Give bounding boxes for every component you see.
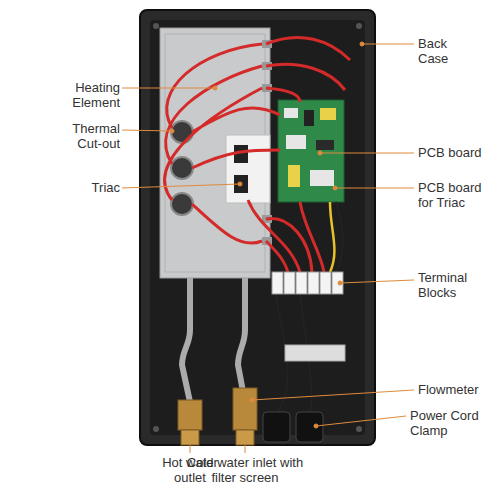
leader-line [245, 445, 246, 453]
leader-dot [360, 42, 364, 46]
part-label: Flowmeter [418, 382, 498, 397]
pcb-component [316, 140, 334, 150]
screw-hole [356, 23, 362, 29]
part-label: PCB board for Triac [418, 180, 490, 210]
leader-dot [338, 281, 342, 285]
leader-line [190, 445, 191, 453]
part-label: Power Cord Clamp [410, 408, 498, 438]
red-wire [165, 37, 350, 272]
leader-dot [314, 424, 318, 428]
part-label: Cold water inlet with filter screen [185, 455, 305, 485]
part-label: Triac [45, 180, 120, 195]
leader-line [122, 130, 172, 131]
pcb-component [286, 135, 306, 149]
part-label: Back Case [418, 36, 468, 66]
pcb-board [278, 100, 344, 202]
flowmeter-body [233, 388, 257, 430]
cord-clamp [296, 412, 323, 442]
leader-line [362, 44, 414, 45]
mounting-bar [285, 345, 345, 361]
pcb-component [320, 108, 336, 120]
thermal-cutout [171, 121, 193, 143]
leader-dot [213, 86, 217, 90]
leader-line [320, 153, 414, 154]
leader-dot [250, 398, 254, 402]
terminal-block [308, 272, 319, 294]
hot-fitting [178, 400, 202, 430]
screw-hole [153, 23, 159, 29]
back-case [140, 10, 375, 445]
pcb-component [288, 165, 300, 187]
part-label: Heating Element [45, 80, 120, 110]
cold-fitting-nut [236, 430, 254, 445]
terminal-block [296, 272, 307, 294]
pcb-component [310, 170, 334, 186]
leader-dot [318, 151, 322, 155]
black-wire [276, 202, 343, 415]
leader-line [316, 416, 406, 426]
pcb-component [304, 110, 314, 126]
leader-line [122, 184, 240, 188]
thermal-cutout [171, 193, 193, 215]
hot-pipe [182, 278, 190, 402]
screw-hole [153, 426, 159, 432]
cord-clamp [263, 412, 290, 442]
leader-dot [170, 129, 174, 133]
thermal-cutout [171, 157, 193, 179]
part-label: PCB board [418, 145, 498, 160]
triac-pad [226, 135, 270, 203]
terminal-block [284, 272, 295, 294]
leader-dot [238, 182, 242, 186]
leader-dot [333, 186, 337, 190]
leader-line [335, 188, 414, 189]
pcb-component [284, 108, 298, 118]
yellow-wire [330, 202, 334, 272]
cold-pipe [238, 278, 245, 402]
terminal-block [272, 272, 283, 294]
leader-line [340, 280, 414, 283]
leader-lines [122, 42, 414, 453]
screw-hole [356, 426, 362, 432]
part-label: Thermal Cut-out [45, 121, 120, 151]
part-label: Terminal Blocks [418, 270, 482, 300]
terminal-block [320, 272, 331, 294]
leader-line [252, 390, 414, 400]
terminal-block [332, 272, 343, 294]
case-tray [150, 20, 365, 435]
leader-line [122, 88, 215, 89]
hot-fitting-nut [181, 430, 199, 445]
